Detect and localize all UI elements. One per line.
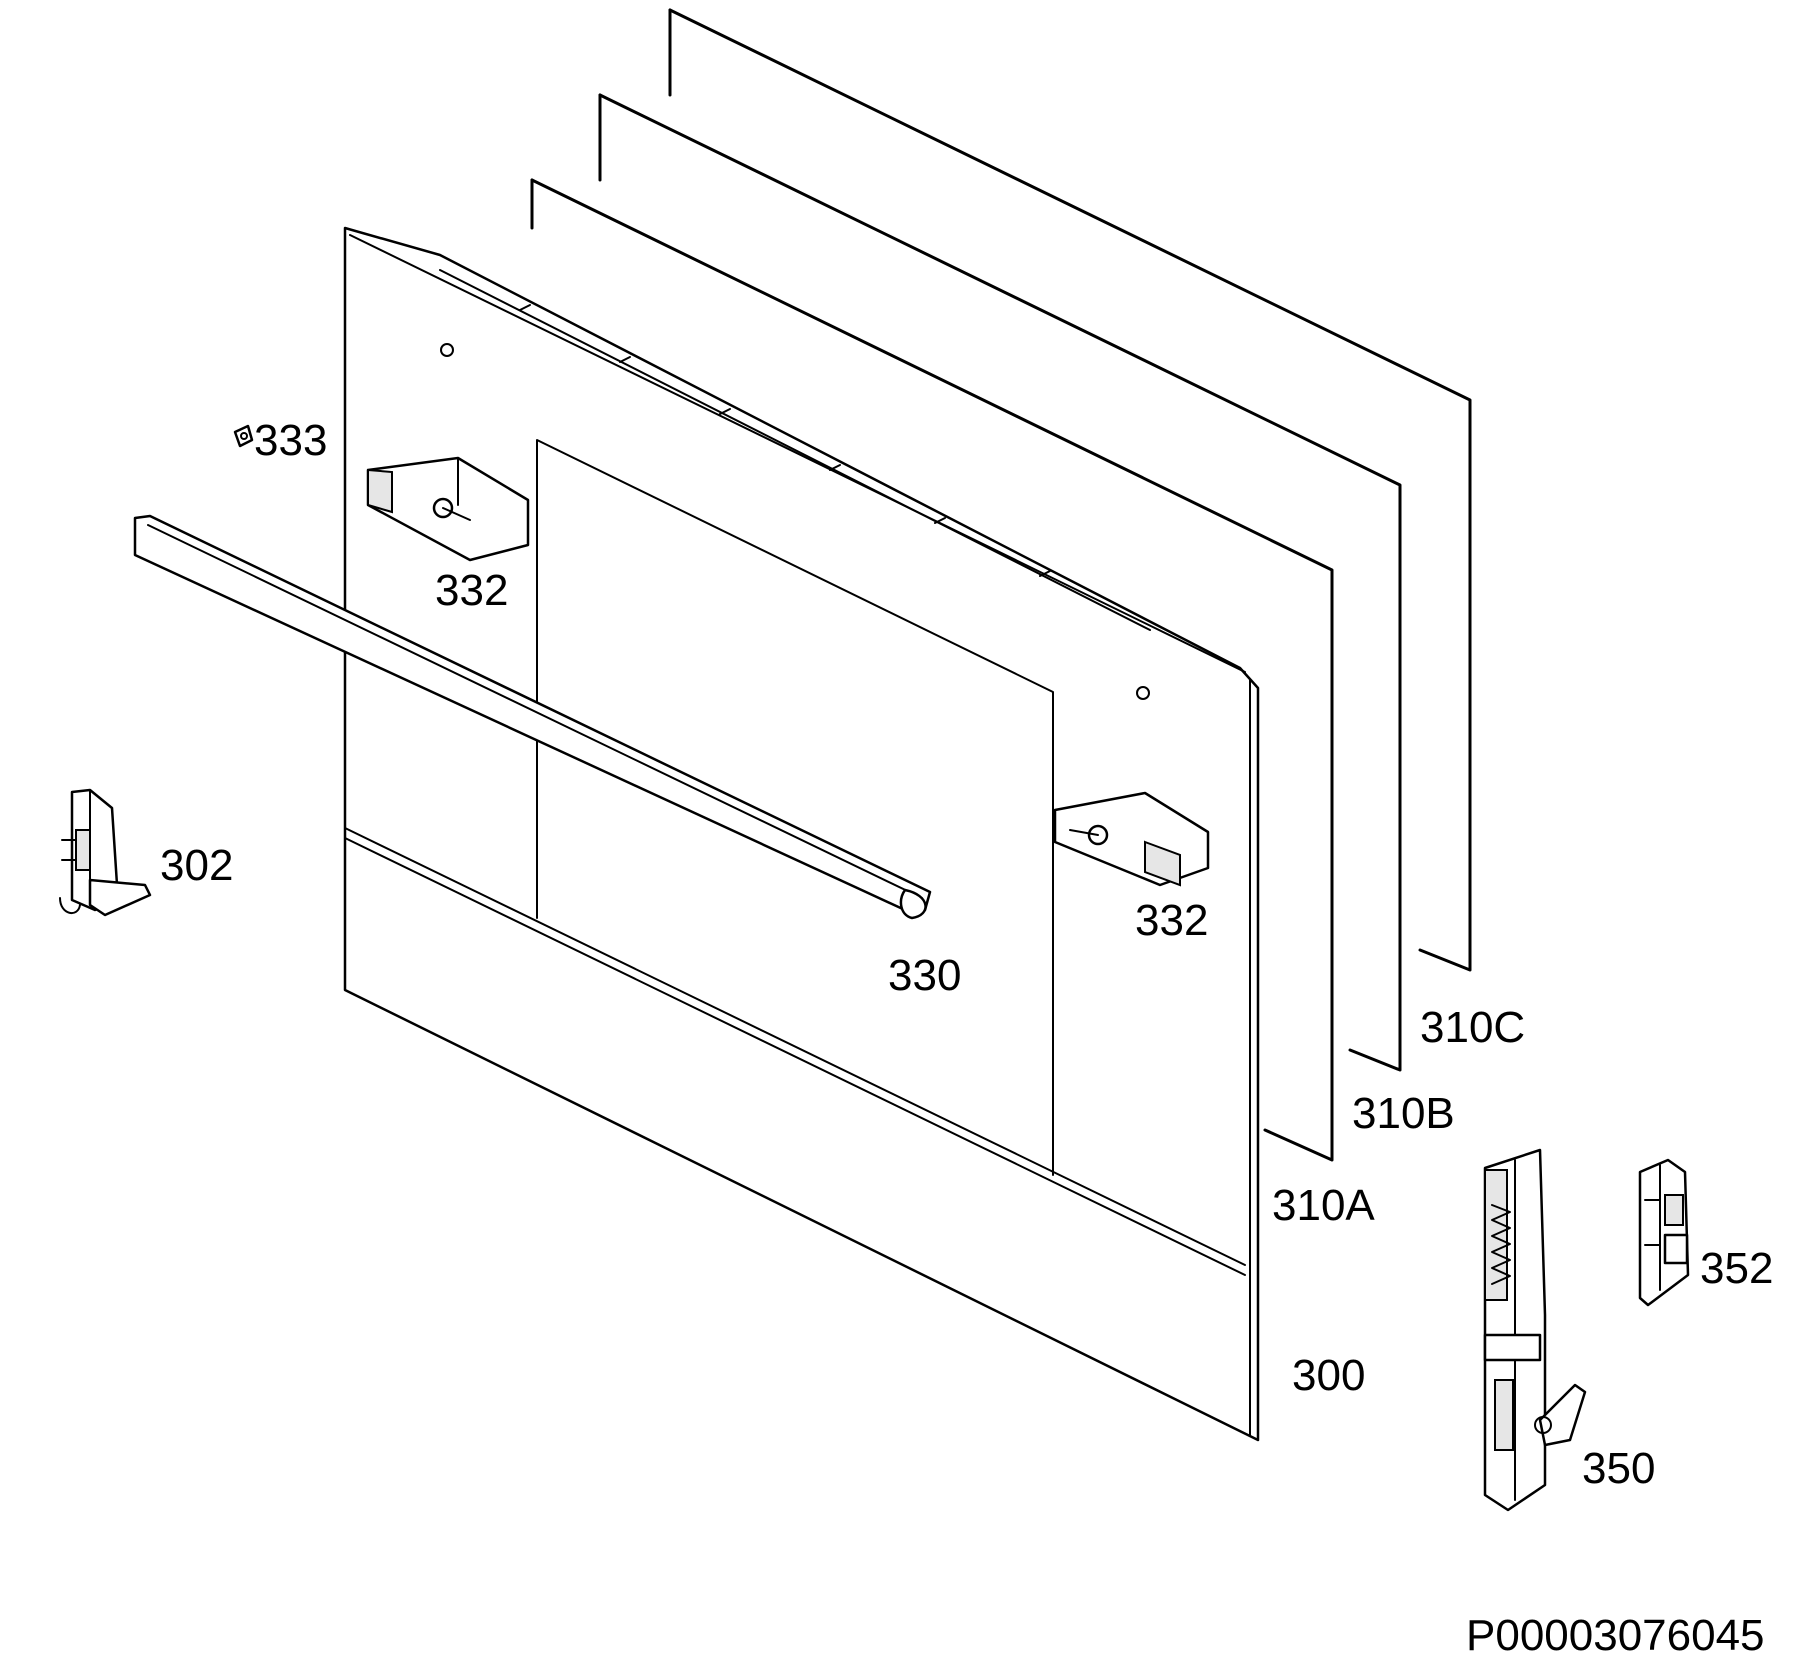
label-350: 350 (1582, 1444, 1655, 1493)
label-302: 302 (160, 841, 233, 890)
drawing-code: P00003076045 (1466, 1611, 1765, 1660)
hinge-arm-350 (1483, 1148, 1587, 1512)
hinge-support-332-left (366, 456, 530, 562)
label-333: 333 (254, 416, 327, 465)
door-handle-330 (133, 514, 932, 920)
label-300: 300 (1292, 1351, 1365, 1400)
label-330: 330 (888, 951, 961, 1000)
label-310c: 310C (1420, 1003, 1525, 1052)
label-310b: 310B (1352, 1089, 1455, 1138)
label-332-left: 332 (435, 566, 508, 615)
label-310a: 310A (1272, 1181, 1375, 1230)
hinge-support-332-right (1053, 791, 1210, 887)
hinge-receptacle-302 (59, 788, 152, 917)
label-332-right: 332 (1135, 896, 1208, 945)
glass-panel-310a (530, 178, 1334, 1162)
screw-333 (233, 424, 254, 448)
label-352: 352 (1700, 1244, 1773, 1293)
glass-panel-310b (598, 93, 1402, 1072)
hinge-receptacle-352 (1638, 1158, 1690, 1307)
glass-panel-310c (668, 8, 1472, 972)
